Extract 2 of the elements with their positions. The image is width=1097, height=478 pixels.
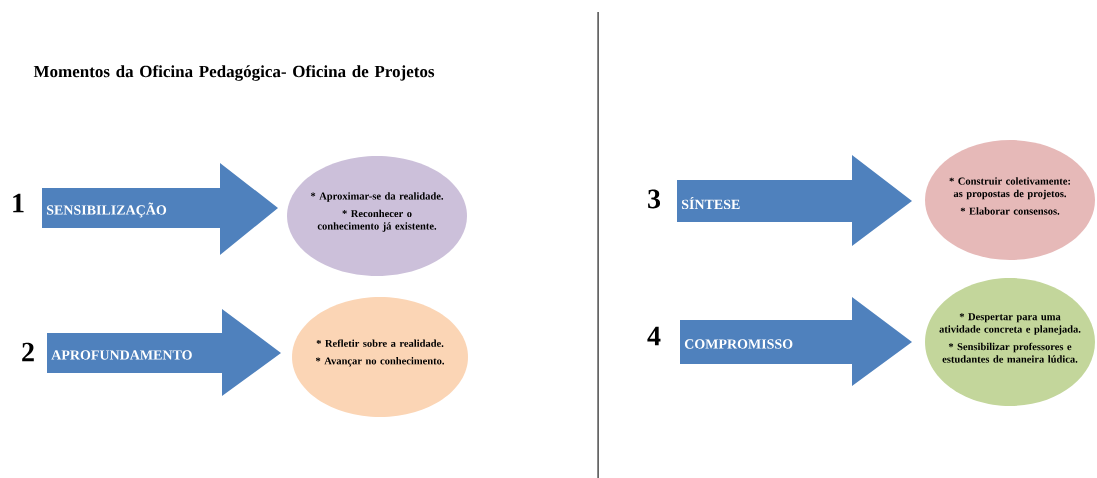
title: Momentos da Oficina Pedagógica- Oficina de Projetos	[33, 65, 435, 81]
step-number: 4	[647, 326, 661, 346]
